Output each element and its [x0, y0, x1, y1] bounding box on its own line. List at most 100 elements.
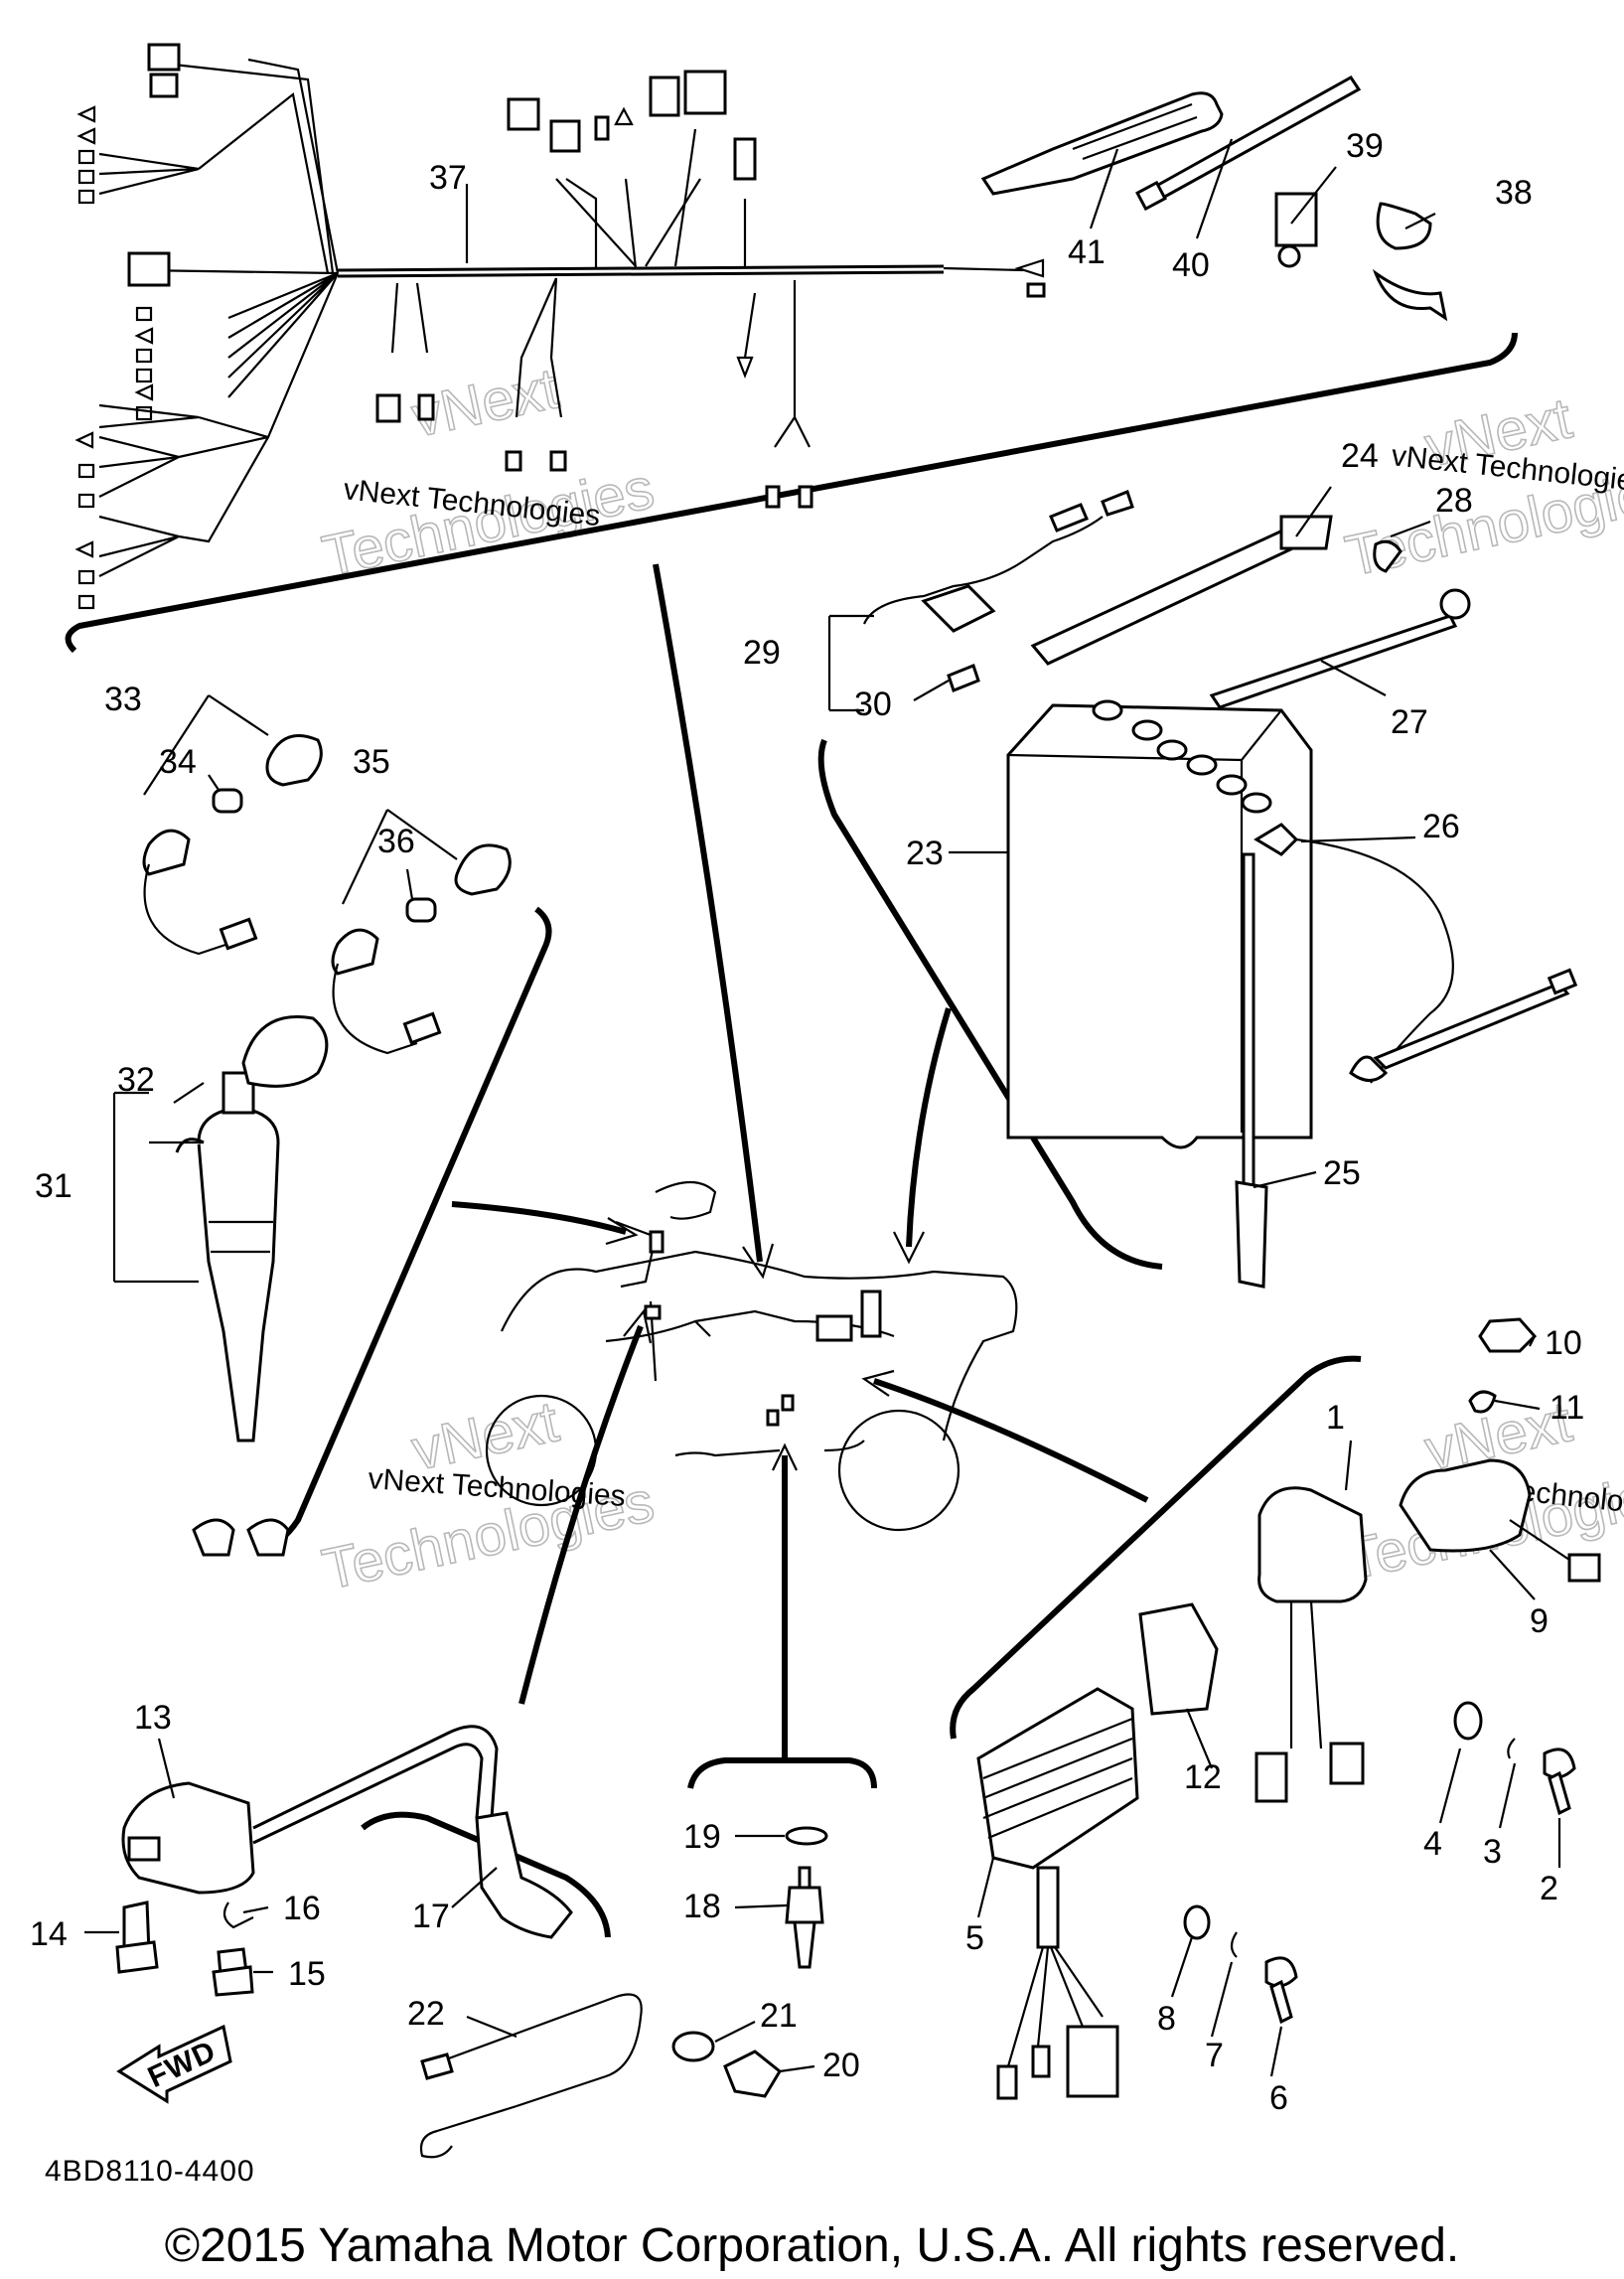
callout-37: 37: [429, 159, 467, 197]
callout-31: 31: [35, 1167, 73, 1205]
connector-icon: [375, 393, 401, 423]
cap-end-35: [454, 843, 512, 896]
cap-35: [331, 928, 379, 976]
callout-15: 15: [288, 1955, 326, 1993]
arrowhead: [623, 1308, 653, 1344]
callout-36: 36: [377, 823, 415, 860]
callout-29: 29: [743, 634, 781, 672]
arrow-battery: [906, 1007, 952, 1248]
battery-group-border: [817, 738, 1163, 1270]
plug-group-border: [687, 1757, 877, 1789]
callout-38: 38: [1495, 174, 1533, 212]
lead-27: [1209, 614, 1458, 709]
callout-18: 18: [683, 1888, 721, 1925]
callout-16: 16: [283, 1890, 321, 1927]
connector-icon: [594, 115, 610, 141]
switch-31: [197, 1106, 280, 1443]
nut-10: [1478, 1317, 1538, 1353]
connector-icon: [798, 485, 813, 509]
battery-group: [862, 490, 1578, 1289]
seal-36: [405, 897, 437, 923]
washer-19: [785, 1826, 828, 1846]
callout-32: 32: [117, 1061, 155, 1099]
cdi-1: [1257, 1486, 1368, 1603]
callout-2: 2: [1540, 1870, 1558, 1907]
connector-icon: [1026, 282, 1046, 298]
arrowhead: [772, 1443, 798, 1471]
callout-27: 27: [1391, 703, 1428, 741]
relay-12: [1138, 1602, 1219, 1716]
band-24: [1030, 525, 1304, 666]
plug-cap-17: [475, 1811, 573, 1939]
fuse-30: [947, 664, 980, 692]
callout-14: 14: [30, 1915, 68, 1953]
copyright-notice: ©2015 Yamaha Motor Corporation, U.S.A. A…: [164, 2219, 1460, 2272]
connector-icon: [765, 485, 781, 509]
leader-lines: [84, 138, 1561, 2077]
callout-24: 24: [1341, 437, 1379, 475]
callout-8: 8: [1157, 2000, 1176, 2038]
callout-33: 33: [104, 681, 142, 718]
cap-33: [142, 829, 191, 876]
callout-25: 25: [1323, 1154, 1361, 1192]
callout-1: 1: [1326, 1399, 1345, 1437]
rectifier-5: [976, 1687, 1139, 1870]
electrical-group: [976, 1317, 1601, 2100]
connector-icon: [549, 119, 581, 153]
callout-34: 34: [159, 743, 197, 781]
arrowhead: [893, 1231, 925, 1265]
callout-39: 39: [1346, 127, 1384, 165]
connector-icon: [149, 73, 179, 98]
clamp-39: [1274, 192, 1318, 247]
bolt-6: [1264, 1956, 1298, 1988]
band-41: [980, 91, 1224, 196]
rectifier-connector: [1066, 2025, 1119, 2098]
connector-icon: [507, 97, 540, 131]
callout-4: 4: [1423, 1825, 1442, 1863]
cap-end-33: [265, 734, 323, 787]
bolt-20: [723, 2050, 782, 2098]
coil-group: FWD: [115, 1725, 643, 2159]
wire-harness: [74, 43, 1046, 610]
ground-lead-22: [426, 1993, 643, 2108]
callout-17: 17: [412, 1898, 450, 1935]
callout-13: 13: [134, 1699, 172, 1737]
bolt-28: [1373, 539, 1403, 573]
ignition-coil-13: [121, 1781, 255, 1895]
connector-icon: [733, 137, 757, 181]
washer-21: [671, 2031, 715, 2062]
connector-icon: [147, 43, 181, 72]
connector-icon: [505, 450, 522, 472]
callout-21: 21: [760, 1997, 798, 2035]
callout-30: 30: [854, 685, 892, 723]
connector-icon: [127, 251, 171, 287]
callout-10: 10: [1545, 1324, 1582, 1362]
callout-26: 26: [1422, 808, 1460, 845]
fuse-holder-29: [862, 516, 1104, 625]
top-right-parts: [980, 76, 1448, 322]
terminal-stubs: [74, 105, 754, 610]
callout-20: 20: [822, 2047, 860, 2084]
arrow-ignition: [451, 1201, 627, 1235]
connector-icon: [417, 393, 435, 421]
plug-18: [785, 1886, 824, 1924]
lockwasher-3: [1507, 1738, 1516, 1759]
bike-silhouette: [485, 1181, 1018, 1532]
washer-11: [1468, 1390, 1497, 1414]
plug-cap-groups: [142, 694, 512, 1055]
callout-numbers: 1 2 3 4 5 6 7 8 9 10 11 12 13 14 15 16 1…: [30, 127, 1584, 2117]
main-switch-group: [112, 1015, 329, 1557]
clip-38: [1376, 202, 1432, 250]
callout-12: 12: [1184, 1758, 1222, 1796]
arrow-coil: [518, 1324, 644, 1705]
harness-group-border: [65, 332, 1518, 654]
callout-9: 9: [1530, 1602, 1549, 1640]
callout-40: 40: [1172, 246, 1210, 284]
callout-23: 23: [906, 835, 944, 872]
connector-icon: [683, 70, 727, 115]
washer-16: [222, 1901, 254, 1929]
washer-8: [1183, 1904, 1211, 1940]
lead-26: [1295, 837, 1454, 1084]
callout-41: 41: [1068, 233, 1106, 271]
